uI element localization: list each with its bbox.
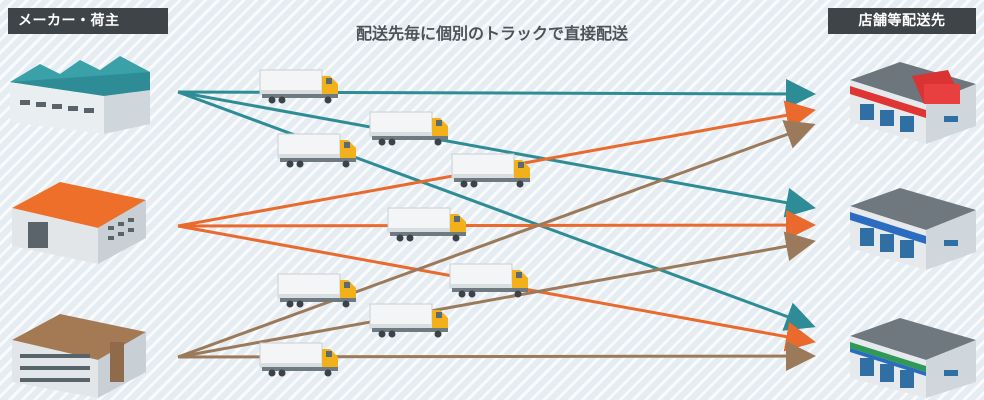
destination-label: 店舗等配送先 <box>828 8 976 34</box>
trucks <box>259 69 531 377</box>
truck-icon <box>277 273 357 308</box>
truck-icon <box>387 207 467 242</box>
truck-icon <box>369 111 449 146</box>
route-2-to-store-blue <box>177 210 816 241</box>
route-1-to-store-green <box>177 90 816 331</box>
store-green-icon <box>850 318 976 398</box>
warehouse-brown-icon <box>12 314 146 398</box>
warehouse-orange-icon <box>12 182 146 264</box>
route-3-to-store-red <box>177 120 816 359</box>
truck-icon <box>277 133 357 168</box>
route-3-to-store-blue <box>177 231 816 359</box>
routes <box>177 78 816 372</box>
truck-icon <box>259 69 339 104</box>
store-blue-icon <box>850 188 976 270</box>
route-1-to-store-blue <box>177 90 816 218</box>
factory-teal-icon <box>10 56 150 134</box>
truck-icon <box>259 342 339 377</box>
truck-icon <box>451 153 531 188</box>
truck-icon <box>449 263 529 298</box>
store-red-icon <box>850 62 976 144</box>
diagram-title: 配送先毎に個別のトラックで直接配送 <box>355 24 628 43</box>
shipper-label: メーカー・荷主 <box>8 8 168 34</box>
